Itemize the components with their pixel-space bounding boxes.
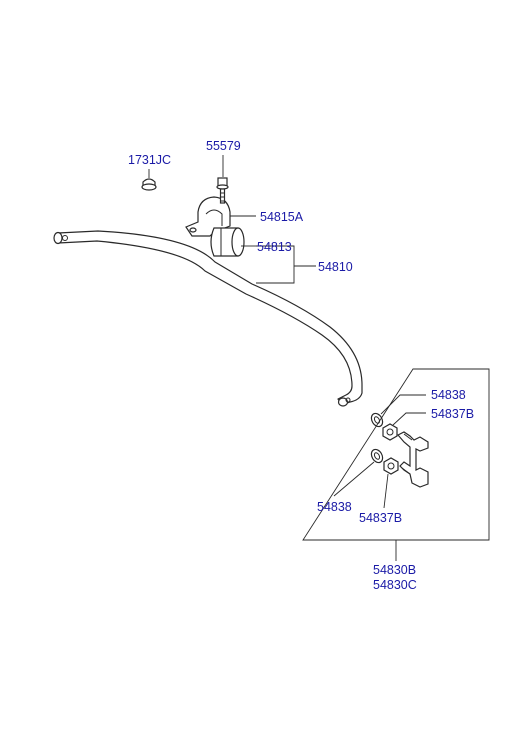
nut-lower xyxy=(383,457,399,475)
label-bracket: 54815A xyxy=(260,210,304,224)
label-nut-lower: 54837B xyxy=(359,511,402,525)
link-rod xyxy=(397,431,429,488)
nut-upper xyxy=(382,423,398,441)
bushing xyxy=(210,227,245,257)
part-labels: 1731JC 55579 54815A 54813 54810 54838 54… xyxy=(128,139,474,592)
label-cap: 1731JC xyxy=(128,153,171,167)
label-washer-lower: 54838 xyxy=(317,500,352,514)
bracket xyxy=(185,196,231,237)
label-link-assembly-1: 54830B xyxy=(373,563,416,577)
leader-lines xyxy=(148,155,490,561)
washer-lower xyxy=(370,448,384,464)
washer-upper xyxy=(370,412,384,428)
label-stabilizer-bar: 54810 xyxy=(318,260,353,274)
stabilizer-bar xyxy=(53,230,363,407)
bolt-part xyxy=(216,177,229,204)
label-bushing: 54813 xyxy=(257,240,292,254)
label-link-assembly-2: 54830C xyxy=(373,578,417,592)
label-washer-upper: 54838 xyxy=(431,388,466,402)
label-bolt: 55579 xyxy=(206,139,241,153)
bar-end-left xyxy=(53,231,63,245)
cap-part xyxy=(141,178,157,191)
label-nut-upper: 54837B xyxy=(431,407,474,421)
